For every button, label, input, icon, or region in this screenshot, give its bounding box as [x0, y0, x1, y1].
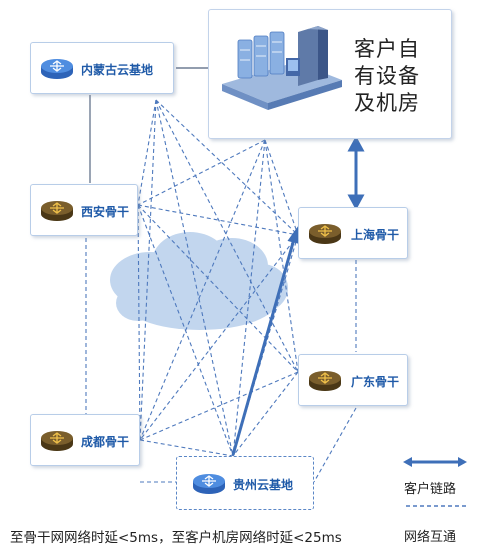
router-gold-icon: [309, 371, 341, 391]
mesh-link-gd-gz: [232, 371, 299, 457]
legend-network-interconnect: 网络互通: [404, 530, 457, 545]
router-gold-icon: [41, 201, 73, 221]
node-label-chengdu: 成都骨干: [81, 435, 130, 449]
mesh-link-hub1-sh: [264, 139, 299, 236]
node-guizhou: 贵州云基地: [176, 456, 314, 510]
mesh-link-xa-gz: [137, 204, 234, 457]
node-xian: 西安骨干: [30, 184, 138, 236]
mesh-link-gd-cd: [139, 371, 299, 441]
solid-links: [89, 67, 208, 183]
node-guangdong: 广东骨干: [298, 354, 408, 406]
mesh-link-xa-gd: [137, 204, 299, 373]
mesh-link-im-gd: [155, 99, 299, 373]
mesh-link-hub1-xa: [137, 139, 266, 206]
mesh-link-gdB-gzR: [313, 407, 357, 483]
node-label-shanghai: 上海骨干: [351, 228, 400, 242]
mesh-link-cd-gz: [139, 439, 234, 457]
customer-facility-label: 客户自 有设备 及机房: [354, 36, 444, 117]
customer-label-line-3: 及机房: [354, 91, 420, 115]
node-label-inner-mongolia: 内蒙古云基地: [81, 63, 154, 77]
node-label-guangdong: 广东骨干: [351, 375, 400, 389]
router-blue-icon: [193, 474, 225, 494]
legend-customer-link: 客户链路: [404, 482, 457, 497]
arrowhead-down: [347, 194, 365, 211]
customer-label-line-2: 有设备: [354, 64, 420, 88]
customer-link-guizhou-shanghai: [231, 231, 298, 456]
mesh-link-im-gz: [155, 99, 234, 457]
mesh-link-hub1-gz: [232, 139, 266, 457]
cloud-shape: [110, 232, 288, 330]
mesh-link-im-sh: [155, 99, 299, 236]
network-mesh-links: [85, 99, 357, 483]
node-inner-mongolia: 内蒙古云基地: [30, 42, 174, 94]
legend-markers: [403, 457, 467, 507]
node-chengdu: 成都骨干: [30, 414, 140, 466]
latency-footnote: 至骨干网网络时延<5ms，至客户机房网络时延<25ms: [10, 530, 342, 546]
mesh-link-hub1-cd: [139, 139, 266, 441]
router-blue-icon: [41, 59, 73, 79]
router-gold-icon: [309, 224, 341, 244]
mesh-link-im-xa: [137, 99, 157, 206]
router-gold-icon: [41, 431, 73, 451]
arrowhead-up: [347, 135, 365, 152]
mesh-link-sh-cd: [139, 234, 299, 441]
node-label-xian: 西安骨干: [81, 205, 130, 219]
node-label-guizhou: 贵州云基地: [233, 478, 294, 492]
node-shanghai: 上海骨干: [298, 207, 408, 259]
mesh-link-xa-sh: [137, 204, 299, 236]
mesh-link-im-cd: [139, 99, 157, 441]
customer-label-line-1: 客户自: [354, 37, 420, 61]
